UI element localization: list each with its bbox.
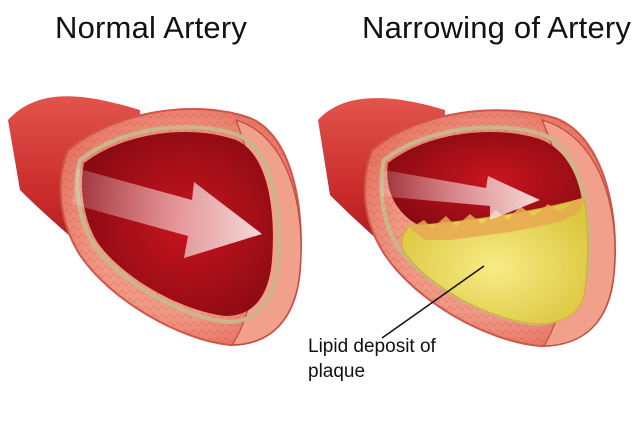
plaque-rough-edge — [410, 200, 584, 240]
narrowed-flow-arrow — [380, 170, 540, 220]
plaque-pointer-line — [381, 265, 485, 339]
plaque-annotation-line2: plaque — [308, 361, 366, 382]
narrowed-artery — [318, 98, 616, 348]
normal-flow-arrow — [72, 168, 262, 258]
title-narrowing-artery: Narrowing of Artery — [362, 10, 632, 45]
title-normal-artery: Normal Artery — [55, 10, 248, 45]
plaque-annotation-line1: Lipid deposit of — [308, 336, 436, 357]
plaque-annotation: Lipid deposit of plaque — [308, 334, 436, 384]
normal-inner-lining — [75, 125, 281, 325]
normal-artery — [8, 96, 302, 347]
